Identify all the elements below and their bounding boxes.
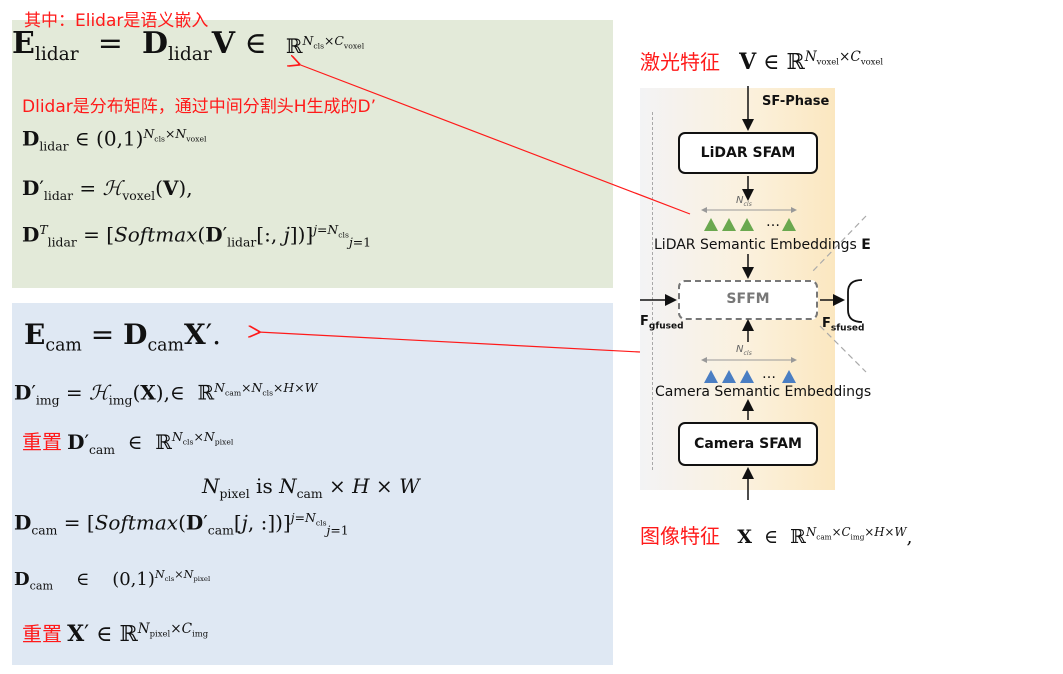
sffm-box: SFFM [678, 280, 818, 320]
camera-triangle-3 [740, 370, 754, 383]
image-feature-label: 图像特征 [640, 524, 720, 548]
dlidar-note: Dlidar是分布矩阵，通过中间分割头H生成的D’ [22, 97, 377, 117]
lidar-eq-1: Elidar = DlidarV ∈ ℝNcls×Cvoxel [12, 26, 365, 65]
lidar-sfam-box: LiDAR SFAM [678, 132, 818, 174]
lidar-triangle-3 [740, 218, 754, 231]
camera-sfam-box: Camera SFAM [678, 422, 818, 466]
ncls-bottom-label: Ncls [736, 344, 752, 357]
cam-eq-6: Dcam ∈ (0,1)Ncls×Npixel [14, 568, 211, 593]
lidar-eq-4: DTlidar = [Softmax(D′lidar[:, j])]j=Ncls… [22, 222, 372, 250]
cam-eq-3: 重置 D′cam ∈ ℝNcls×Npixel [22, 429, 234, 457]
lidar-eq-3: D′lidar = ℋvoxel(V), [22, 176, 193, 203]
lidar-ellipsis: … [766, 214, 780, 230]
cam-eq-1: Ecam = DcamX′. [24, 318, 221, 356]
dashed-diag-upper [811, 215, 867, 273]
lidar-feature-label: 激光特征 [640, 50, 720, 74]
reset-label-1: 重置 [22, 430, 62, 454]
ncls-top-label: Ncls [736, 195, 752, 208]
cam-eq-7: 重置 X′ ∈ ℝNpixel×Cimg [22, 620, 209, 647]
lidar-triangle-4 [782, 218, 796, 231]
camera-triangle-1 [704, 370, 718, 383]
lidar-feature: 激光特征 V ∈ ℝNvoxel×Cvoxel [640, 48, 884, 75]
camera-triangle-4 [782, 370, 796, 383]
f-gfused-label: Fgfused [640, 314, 684, 332]
reset-label-2: 重置 [22, 622, 62, 646]
camera-ellipsis: … [762, 366, 776, 382]
lidar-triangle-2 [722, 218, 736, 231]
top-note: 其中：Elidar是语义嵌入 [24, 11, 209, 31]
cam-eq-4: Npixel is Ncam × H × W [202, 474, 420, 501]
image-feature: 图像特征 X ∈ ℝNcam×Cimg×H×W, [640, 524, 913, 548]
cam-eq-5: Dcam = [Softmax(D′cam[j, :])]j=Nclsj=1 [14, 510, 349, 538]
cut-box-right [847, 279, 863, 323]
camera-panel [12, 303, 613, 665]
red-pointer-lidar [298, 64, 691, 215]
lidar-embed-label: LiDAR Semantic Embeddings E [654, 237, 871, 253]
f-sfused-label: Fsfused [822, 316, 865, 334]
lidar-panel [12, 20, 613, 288]
dashed-divider [652, 112, 653, 470]
lidar-triangle-1 [704, 218, 718, 231]
camera-embed-label: Camera Semantic Embeddings [655, 384, 872, 400]
red-pointer-camera [258, 332, 641, 353]
phase-label: SF-Phase [762, 94, 830, 109]
camera-triangle-2 [722, 370, 736, 383]
cam-eq-2: D′img = ℋimg(X),∈ ℝNcam×Ncls×H×W [14, 380, 318, 408]
dashed-diag-lower [819, 325, 867, 373]
lidar-eq-2: Dlidar ∈ (0,1)Ncls×Nvoxel [22, 126, 207, 154]
